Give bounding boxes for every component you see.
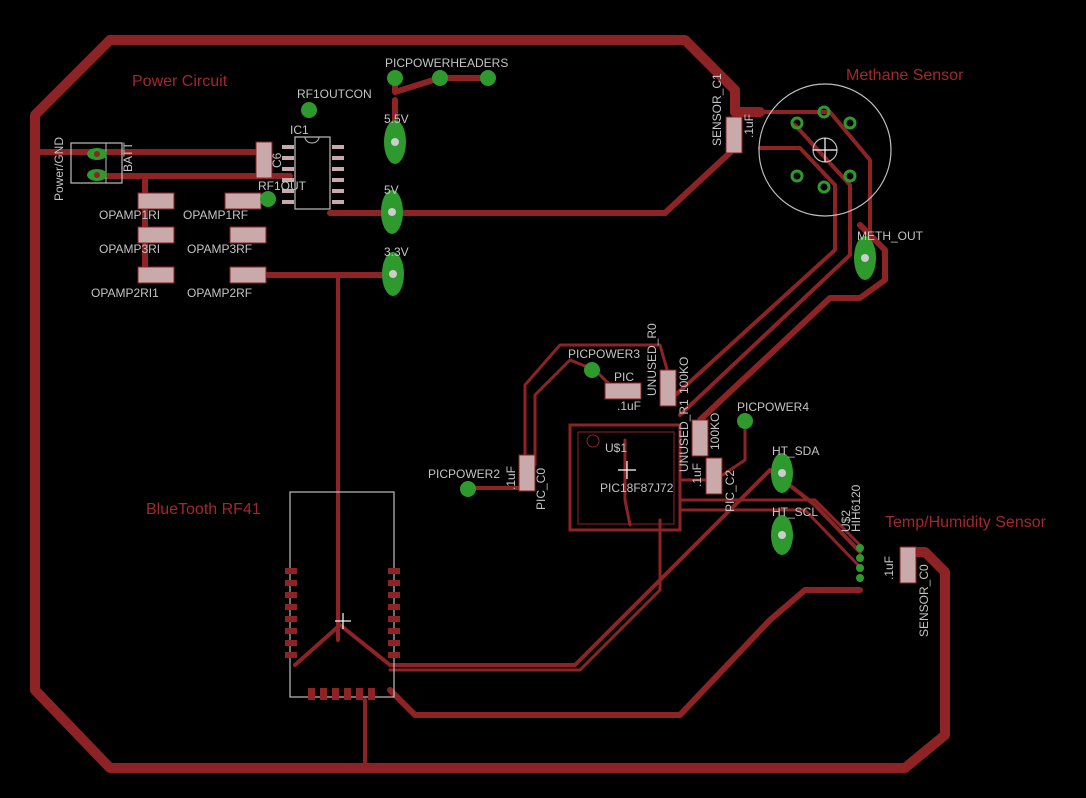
label: HIH6120 (849, 484, 863, 532)
label: OPAMP3RF (187, 242, 252, 256)
label: PIC_C0 (534, 468, 548, 510)
label: .1uF (617, 399, 641, 413)
label: OPAMP1RF (183, 208, 248, 222)
temp-humidity-label: Temp/Humidity Sensor (885, 514, 1047, 531)
label: PIC (614, 370, 634, 384)
label: UNUSED_R0 (645, 323, 659, 396)
label: .1uF (504, 466, 518, 490)
bluetooth-module[interactable] (285, 491, 400, 700)
pic18f87j72-chip[interactable] (568, 423, 682, 532)
label: 5V (384, 183, 399, 197)
label: OPAMP2RI1 (91, 286, 159, 300)
label: RF1OUT (258, 179, 307, 193)
label: PIC_C2 (723, 470, 737, 512)
label: BATT (121, 142, 135, 172)
label: IC1 (290, 123, 309, 137)
battery-connector[interactable] (70, 142, 123, 184)
component-labels: PICPOWERHEADERS RF1OUTCON IC1 5.5V RF1OU… (52, 56, 931, 637)
label: .1uF (882, 556, 896, 580)
ic1-chip[interactable] (282, 136, 344, 210)
methane-sensor-label: Methane Sensor (846, 67, 964, 84)
label: 3.3V (384, 245, 409, 259)
label: UNUSED_R1 (677, 399, 691, 472)
label: U$1 (605, 441, 627, 455)
label: Power/GND (52, 137, 66, 201)
label: .1uF (742, 114, 756, 138)
label: PICPOWER2 (428, 467, 500, 481)
label: OPAMP2RF (187, 286, 252, 300)
label: C6 (270, 152, 284, 168)
label: PICPOWER4 (737, 400, 809, 414)
label: 5.5V (384, 112, 409, 126)
label: PICPOWER3 (568, 347, 640, 361)
label: METH_OUT (857, 229, 924, 243)
label: OPAMP1RI (99, 208, 160, 222)
label: HT_SDA (772, 444, 819, 458)
bluetooth-label: BlueTooth RF41 (146, 501, 261, 518)
label: SENSOR_C0 (917, 564, 931, 637)
label: PIC18F87J72 (600, 481, 674, 495)
label: 100KO (708, 413, 722, 450)
label: 100KO (677, 357, 691, 394)
label: U$2 (839, 510, 853, 532)
label: OPAMP3RI (99, 242, 160, 256)
power-circuit-label: Power Circuit (132, 73, 228, 90)
methane-sensor[interactable] (758, 83, 892, 217)
label: PICPOWERHEADERS (385, 56, 508, 70)
header-pads[interactable] (260, 70, 876, 582)
label: RF1OUTCON (297, 87, 372, 101)
smd-components[interactable] (137, 116, 917, 584)
section-labels: Power Circuit Methane Sensor BlueTooth R… (132, 67, 1047, 531)
label: SENSOR_C1 (710, 73, 724, 146)
label: .1uF (690, 463, 704, 487)
label: HT_SCL (772, 505, 818, 519)
